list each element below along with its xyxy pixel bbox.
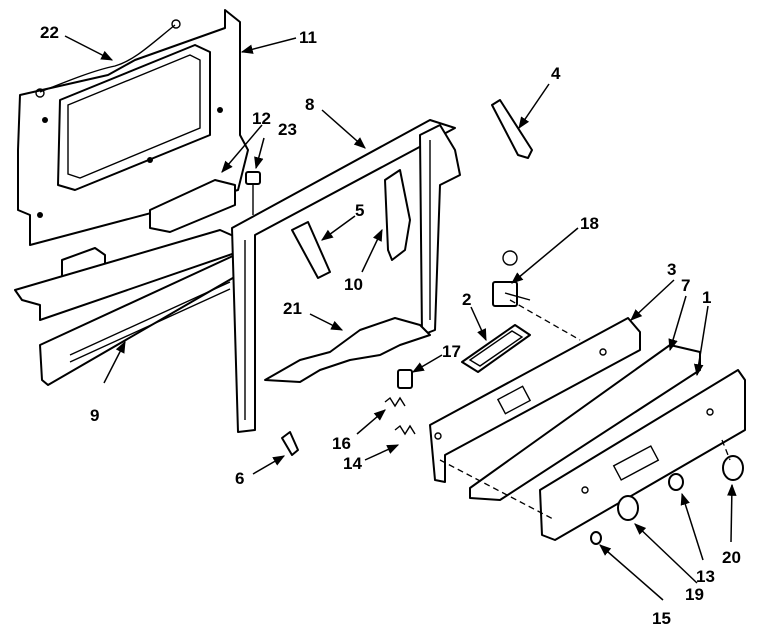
callout-5: 5 <box>355 201 364 220</box>
part-control-panel <box>429 317 641 483</box>
part-back-panel <box>17 9 249 246</box>
part-angled-bracket <box>291 221 331 279</box>
callout-21: 21 <box>283 299 302 318</box>
callout-17: 17 <box>442 342 461 361</box>
callout-labels: 22 11 12 23 8 4 5 10 21 9 18 2 17 3 7 1 … <box>40 23 741 628</box>
callout-10: 10 <box>344 275 363 294</box>
callout-12: 12 <box>252 109 271 128</box>
callout-7: 7 <box>681 276 690 295</box>
callout-6: 6 <box>235 469 244 488</box>
callout-15: 15 <box>652 609 671 628</box>
callout-9: 9 <box>90 406 99 425</box>
part-spring <box>384 396 416 436</box>
part-switch <box>492 250 531 307</box>
callout-22: 22 <box>40 23 59 42</box>
assembly-lines <box>439 299 731 521</box>
callout-20: 20 <box>722 548 741 567</box>
callout-16: 16 <box>332 434 351 453</box>
callout-2: 2 <box>462 290 471 309</box>
callout-14: 14 <box>343 454 362 473</box>
callout-11: 11 <box>299 28 317 47</box>
callout-13: 13 <box>696 567 715 586</box>
part-side-bracket <box>231 119 461 433</box>
part-spring-clip <box>281 431 299 456</box>
leader-lines <box>64 35 737 601</box>
callout-1: 1 <box>702 288 711 307</box>
callout-18: 18 <box>580 214 599 233</box>
part-clip-right <box>491 99 533 159</box>
part-vertical-bracket <box>384 169 411 261</box>
callout-23: 23 <box>278 120 297 139</box>
part-fascia <box>539 369 746 541</box>
part-display-lens <box>461 324 531 373</box>
callout-8: 8 <box>305 95 314 114</box>
part-knobs <box>590 455 744 545</box>
part-vented-rail <box>14 229 239 386</box>
part-small-clip <box>245 171 261 215</box>
part-wire <box>35 19 181 98</box>
callout-19: 19 <box>685 585 704 604</box>
part-terminal-block <box>397 369 413 389</box>
part-heat-shield <box>264 317 431 383</box>
callout-4: 4 <box>551 64 561 83</box>
callout-3: 3 <box>667 260 676 279</box>
